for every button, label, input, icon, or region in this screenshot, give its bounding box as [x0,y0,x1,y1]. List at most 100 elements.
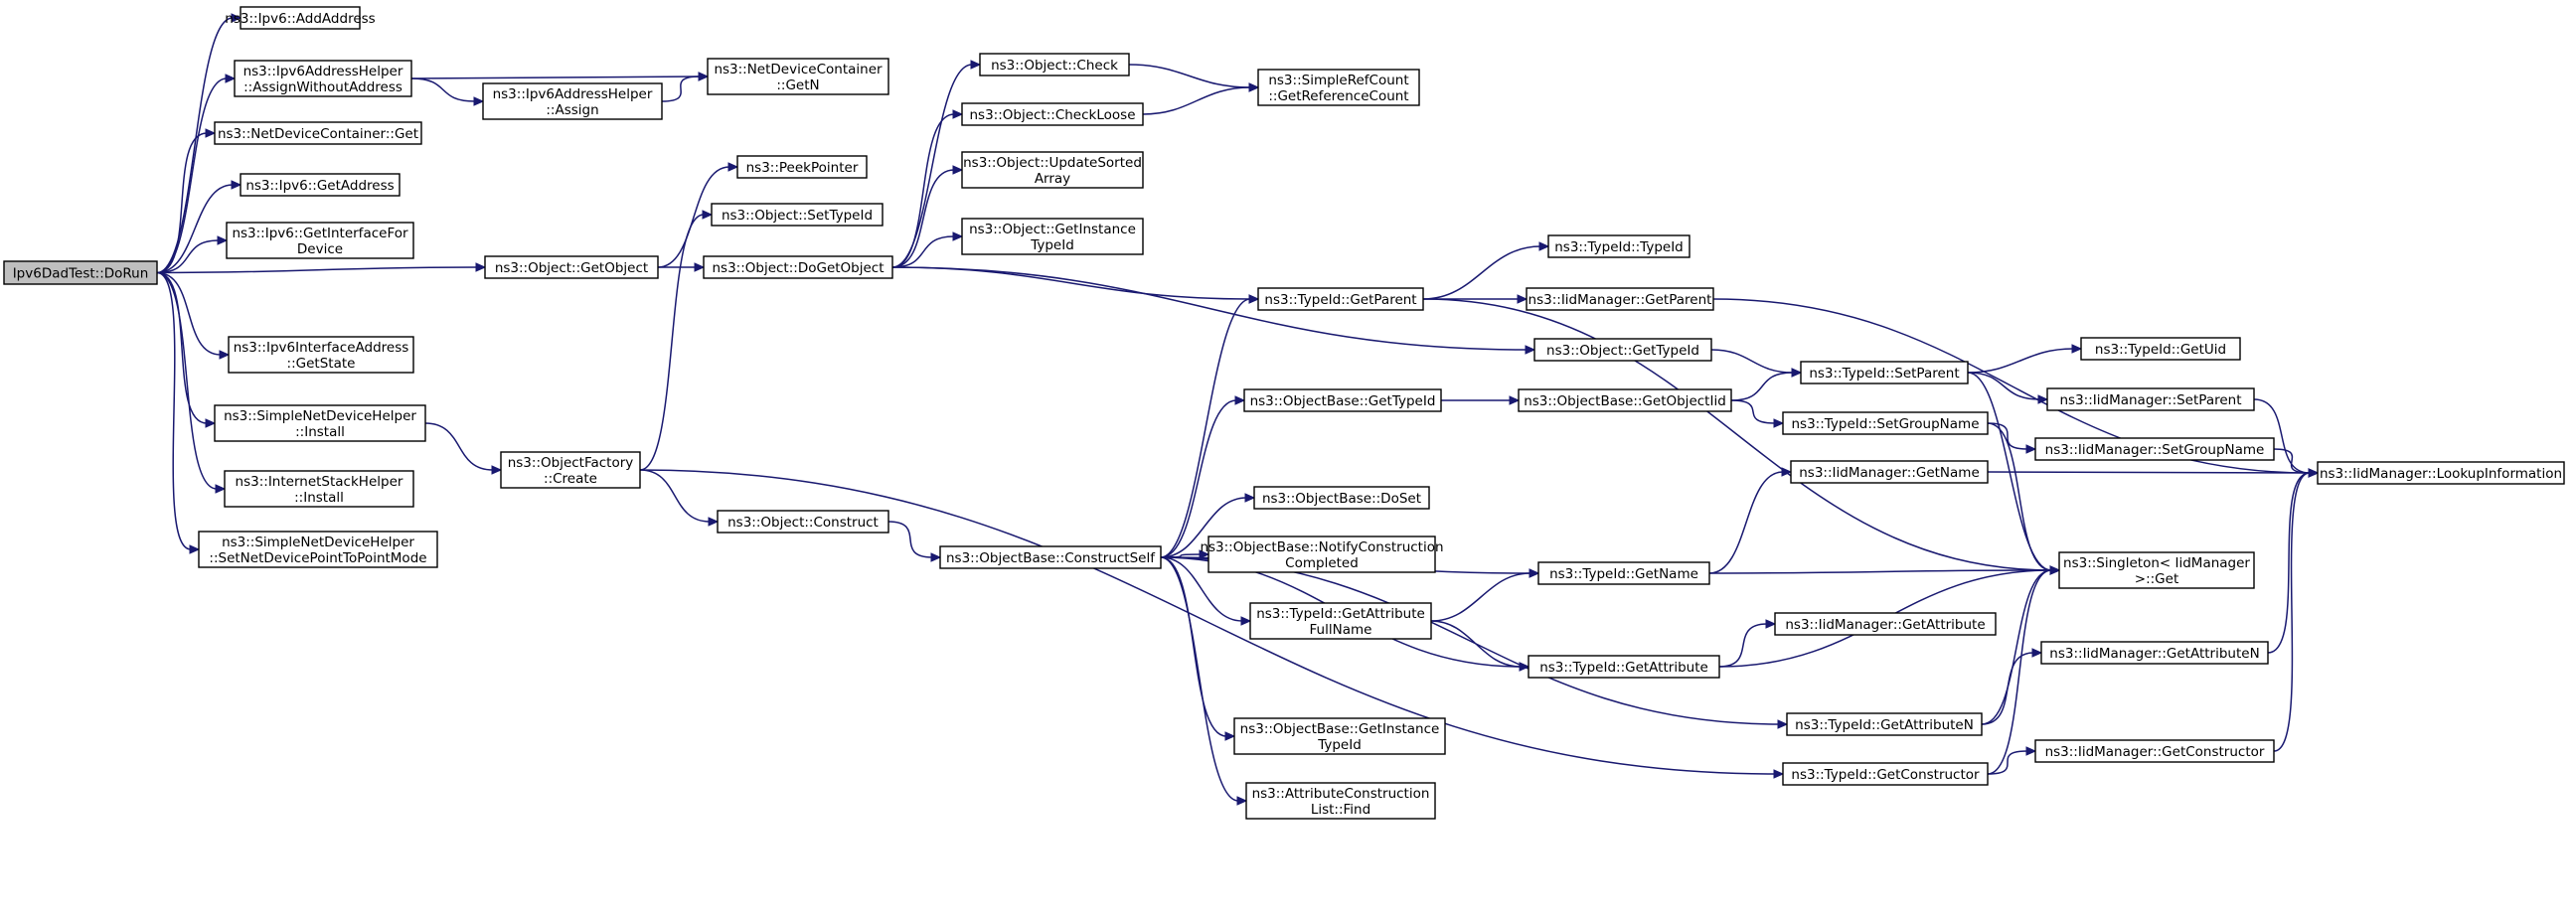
node-assign-without[interactable]: ns3::Ipv6AddressHelper::AssignWithoutAdd… [234,60,412,97]
node-ob-gettypeid[interactable]: ns3::ObjectBase::GetTypeId [1243,388,1442,412]
edge-line [2267,472,2311,654]
node-box [3,260,158,285]
edge-line [2273,448,2311,474]
node-singleton-get[interactable]: ns3::Singleton< IidManager >::Get [2058,551,2255,589]
call-edge [1987,565,2061,775]
node-assign[interactable]: ns3::Ipv6AddressHelper::Assign [482,82,663,120]
node-box [1257,287,1424,311]
edge-line [1142,86,1251,115]
node-label: Device [297,241,343,257]
node-tid-getuid[interactable]: ns3::TypeId::GetUid [2080,337,2241,361]
edge-line [1422,298,2052,571]
node-tid-getattributen[interactable]: ns3::TypeId::GetAttributeN [1786,712,1983,736]
node-ob-getobjectiid[interactable]: ns3::ObjectBase::GetObjectIid [1518,388,1732,412]
node-obj-getobject[interactable]: ns3::Object::GetObject [484,255,659,279]
node-iid-setparent[interactable]: ns3::IidManager::SetParent [2046,387,2255,411]
arrowhead-icon [1517,294,1529,304]
node-sndh-install[interactable]: ns3::SimpleNetDeviceHelper::Install [214,404,426,442]
node-box [214,404,426,442]
node-label: ::AssignWithoutAddress [243,79,402,95]
node-ob-notify[interactable]: ns3::ObjectBase::NotifyConstructionCompl… [1200,536,1444,573]
node-tid-getparent[interactable]: ns3::TypeId::GetParent [1257,287,1424,311]
node-iid-getname[interactable]: ns3::IidManager::GetName [1790,460,1989,484]
node-iid-setgroupname[interactable]: ns3::IidManager::SetGroupName [2034,437,2275,461]
arrowhead-icon [205,128,217,138]
node-obj-construct[interactable]: ns3::Object::Construct [717,510,889,534]
edge-line [891,235,955,268]
call-edge [156,180,242,274]
node-tid-setparent[interactable]: ns3::TypeId::SetParent [1800,361,1969,384]
edge-line [891,266,1251,300]
node-iid-lookupinfo[interactable]: ns3::IidManager::LookupInformation [2317,461,2565,485]
edge-line [1712,298,2311,474]
node-sndh-setp2p[interactable]: ns3::SimpleNetDeviceHelper::SetNetDevice… [198,531,438,568]
node-obj-check[interactable]: ns3::Object::Check [979,53,1130,76]
arrowhead-icon [1529,568,1540,578]
node-src-getrefcount[interactable]: ns3::SimpleRefCount::GetReferenceCount [1257,69,1420,106]
node-label: Completed [1285,555,1359,571]
node-label: ns3::PeekPointer [746,160,859,176]
node-peekpointer[interactable]: ns3::PeekPointer [736,155,868,179]
node-label: ns3::Object::Check [991,58,1118,74]
arrowhead-icon [694,262,706,272]
edge-line [661,76,701,102]
node-iid-getattribute[interactable]: ns3::IidManager::GetAttribute [1774,612,1997,636]
node-ob-doset[interactable]: ns3::ObjectBase::DoSet [1253,486,1430,510]
node-label: ns3::NetDeviceContainer::Get [218,126,418,142]
node-tid-getattribute[interactable]: ns3::TypeId::GetAttribute [1528,655,1720,679]
node-ish-install[interactable]: ns3::InternetStackHelper::Install [224,470,414,508]
node-label: ns3::Ipv6::GetInterfaceFor [232,226,408,241]
edge-line [156,132,208,274]
node-iid-getconstructor[interactable]: ns3::IidManager::GetConstructor [2034,739,2275,763]
node-obj-checkloose[interactable]: ns3::Object::CheckLoose [961,102,1144,126]
node-obj-settypeid[interactable]: ns3::Object::SetTypeId [711,203,884,227]
node-ndc-get[interactable]: ns3::NetDeviceContainer::Get [214,121,422,145]
node-iid-getattributen[interactable]: ns3::IidManager::GetAttributeN [2040,641,2269,665]
node-ndc-getn[interactable]: ns3::NetDeviceContainer::GetN [707,58,889,95]
edge-line [156,271,222,356]
node-obj-gettypeid[interactable]: ns3::Object::GetTypeId [1533,338,1712,362]
node-ipv6-getaddress[interactable]: ns3::Ipv6::GetAddress [240,173,401,197]
node-box [961,102,1144,126]
arrowhead-icon [2025,746,2037,756]
node-box [717,510,889,534]
node-label: ns3::Object::GetObject [495,260,648,276]
call-edge [1718,619,1777,668]
node-tid-getname[interactable]: ns3::TypeId::GetName [1537,561,1710,585]
arrowhead-icon [952,231,964,241]
node-ob-constructself[interactable]: ns3::ObjectBase::ConstructSelf [939,545,1162,569]
node-objfactory-create[interactable]: ns3::ObjectFactory::Create [500,451,641,489]
arrowhead-icon [970,60,982,70]
node-box [1249,602,1432,640]
node-tid-getconstructor[interactable]: ns3::TypeId::GetConstructor [1782,762,1989,786]
node-iia-getstate[interactable]: ns3::Ipv6InterfaceAddress::GetState [228,336,414,374]
node-box [482,82,663,120]
call-edge [639,469,720,527]
node-ipv6-addaddress[interactable]: ns3::Ipv6::AddAddress [225,6,376,30]
call-edge [156,262,487,274]
call-edge [156,271,201,554]
edge-line [1967,348,2074,374]
node-box [1233,717,1446,755]
node-box [1782,762,1989,786]
arrowhead-icon [1234,395,1246,405]
arrowhead-icon [1509,395,1521,405]
node-box [1253,486,1430,510]
node-root[interactable]: Ipv6DadTest::DoRun [3,260,158,285]
call-edge [1160,493,1256,558]
arrowhead-icon [727,162,739,172]
node-box [2046,387,2255,411]
node-tid-typeid[interactable]: ns3::TypeId::TypeId [1547,234,1690,258]
arrowhead-icon [2037,394,2049,404]
node-iid-getparent[interactable]: ns3::IidManager::GetParent [1526,287,1714,311]
call-edge [1430,620,1530,672]
node-tid-setgroupname[interactable]: ns3::TypeId::SetGroupName [1782,411,1989,435]
node-obj-dogetobject[interactable]: ns3::Object::DoGetObject [703,255,893,279]
edge-line [891,169,955,268]
